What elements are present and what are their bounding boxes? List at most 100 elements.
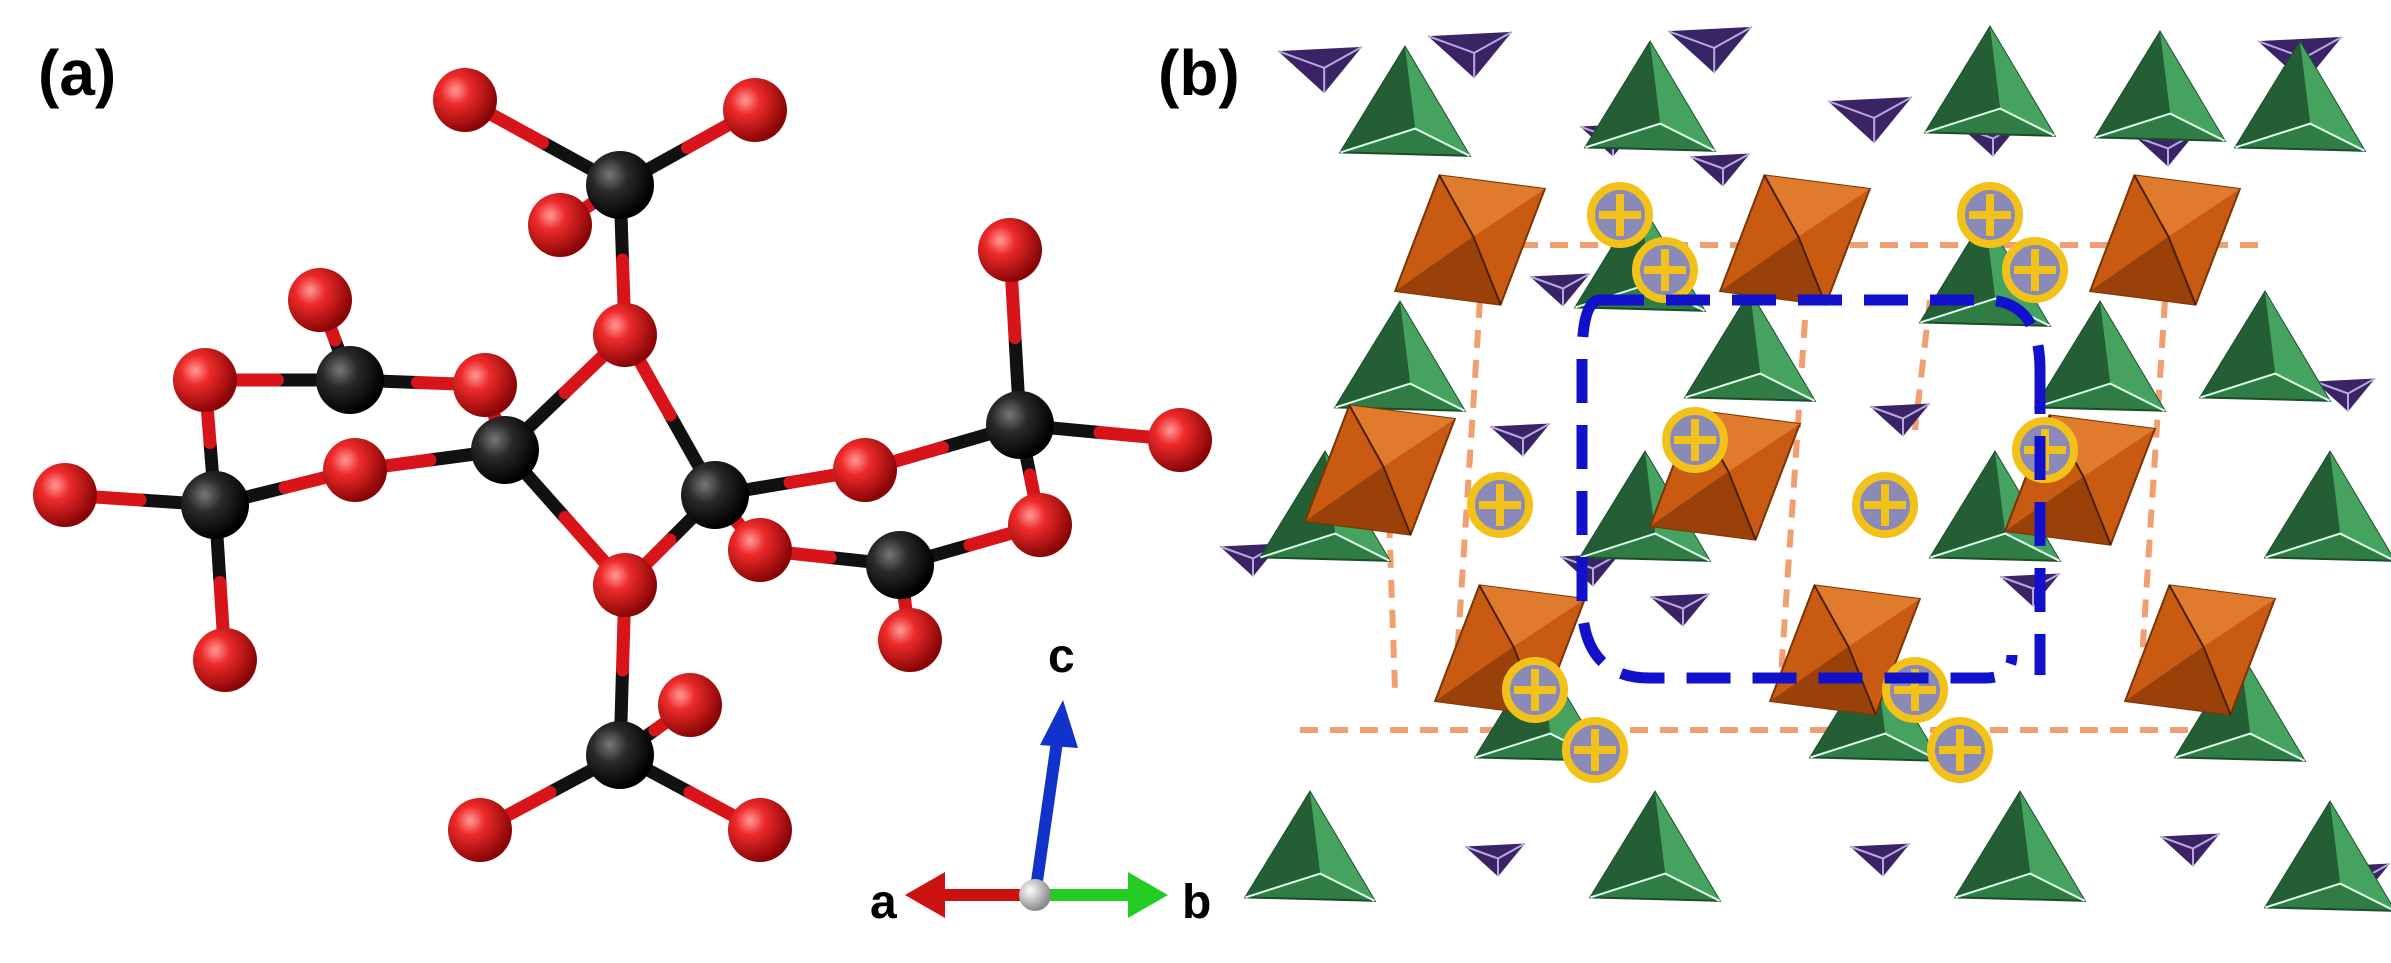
orange-octahedron	[1303, 404, 1457, 536]
oxygen-atom	[593, 303, 657, 367]
purple-tetrahedron	[1667, 26, 1753, 74]
green-tetrahedron	[1588, 790, 1722, 902]
dashed-bond	[1912, 299, 1933, 431]
tetrahedron-face	[1335, 302, 1411, 408]
tetrahedron-face	[2095, 32, 2171, 138]
tetrahedron-face	[2265, 292, 2330, 401]
tetrahedron-edge	[2035, 382, 2166, 412]
oxygen-atom	[658, 673, 722, 737]
tetrahedron-face	[2330, 802, 2391, 909]
tetrahedron-face	[1685, 292, 1761, 398]
cation-site	[1662, 407, 1728, 473]
oxygen-atom	[728, 798, 792, 862]
green-tetrahedron	[2233, 40, 2367, 152]
oxygen-atom	[448, 798, 512, 862]
dashed-bond	[1382, 399, 1398, 691]
tetrahedron-face	[1930, 452, 2006, 558]
carbon-atom	[471, 416, 539, 484]
tetrahedron-edge	[1580, 532, 1711, 562]
oxygen-atom	[978, 218, 1042, 282]
unit-cell-outline-bottom	[1576, 294, 2018, 684]
cation-site	[1852, 472, 1918, 538]
axis-origin-sphere	[1019, 879, 1051, 911]
tetrahedron-face	[1400, 302, 1465, 411]
octahedron-edge	[1813, 584, 1877, 715]
oxygen-atom	[723, 78, 787, 142]
octahedron-edge	[1348, 404, 1412, 535]
cation-site	[1467, 472, 1533, 538]
tetrahedron-edge	[2200, 372, 2331, 402]
tetrahedron-face	[2035, 302, 2111, 408]
green-tetrahedron	[1243, 790, 1377, 902]
orange-octahedron	[2123, 584, 2277, 716]
green-tetrahedron	[2093, 30, 2227, 142]
purple-tetrahedron	[2159, 832, 2221, 867]
tetrahedron-face	[1245, 792, 1321, 898]
purple-tetrahedron	[1427, 31, 1513, 79]
green-tetrahedron	[1578, 450, 1712, 562]
oxygen-atom	[323, 438, 387, 502]
green-tetrahedron	[1583, 40, 1717, 152]
tetrahedron-face	[1650, 42, 1715, 151]
oxygen-atom	[173, 348, 237, 412]
octahedron-edge	[2133, 174, 2197, 305]
tetrahedron-edge	[1925, 107, 2056, 137]
cation-site	[1587, 182, 1653, 248]
tetrahedron-face	[1325, 452, 1390, 561]
panel-a-label: (a)	[38, 37, 116, 109]
tetrahedron-edge	[1810, 732, 1941, 762]
oxygen-atom	[528, 193, 592, 257]
octahedron-face	[1305, 466, 1411, 535]
green-tetrahedron	[1683, 290, 1817, 402]
axis-c-arrow	[1029, 734, 1064, 896]
tetrahedron-face	[1925, 27, 2001, 133]
tetrahedron-face	[1340, 47, 1416, 153]
tetrahedron-edge	[2265, 882, 2391, 911]
carbon-atom	[681, 461, 749, 529]
purple-tetrahedron	[1849, 842, 1911, 877]
tetrahedron-face	[1955, 792, 2031, 898]
oxygen-atom	[1008, 493, 1072, 557]
tetrahedron-face	[1655, 792, 1720, 901]
tetrahedron-edge	[1340, 127, 1471, 157]
cation-site	[1562, 717, 1628, 783]
cation-site	[2002, 237, 2068, 303]
oxygen-atom	[593, 553, 657, 617]
tetrahedron-face	[2160, 32, 2225, 141]
orange-octahedron	[1393, 174, 1547, 306]
purple-tetrahedron	[1689, 152, 1751, 187]
octahedron-face	[2125, 646, 2231, 715]
tetrahedron-face	[2265, 452, 2341, 558]
cation-site	[1957, 182, 2023, 248]
panel-b: (b)	[1158, 25, 2391, 912]
orange-octahedron	[2088, 174, 2242, 306]
octahedron-face	[2090, 236, 2196, 305]
axis-b-arrowhead	[1128, 872, 1168, 918]
tetrahedron-edge	[2095, 112, 2226, 142]
carbon-atom	[586, 721, 654, 789]
oxygen-atom	[33, 463, 97, 527]
polyhedra-layer	[1219, 25, 2391, 912]
carbon-atom	[181, 471, 249, 539]
tetrahedron-edge	[2235, 122, 2366, 152]
octahedron-face	[1720, 236, 1826, 305]
tetrahedron-face	[1990, 27, 2055, 136]
octahedron-face	[1395, 236, 1501, 305]
cation-sites	[1467, 182, 2078, 783]
axis-triad: a b c	[870, 630, 1211, 929]
purple-tetrahedron	[1649, 592, 1711, 627]
cation-site	[1502, 657, 1568, 723]
oxygen-atom	[878, 608, 942, 672]
carbon-atom	[986, 391, 1054, 459]
tetrahedron-face	[1750, 292, 1815, 401]
octahedron-edge	[1438, 174, 1502, 305]
tetrahedron-face	[1590, 792, 1666, 898]
carbon-atom	[316, 346, 384, 414]
green-tetrahedron	[1923, 25, 2057, 137]
tetrahedron-edge	[1335, 382, 1466, 412]
tetrahedron-face	[1580, 452, 1656, 558]
tetrahedron-edge	[1585, 122, 1716, 152]
purple-tetrahedron	[1464, 842, 1526, 877]
purple-tetrahedron	[1529, 272, 1591, 307]
